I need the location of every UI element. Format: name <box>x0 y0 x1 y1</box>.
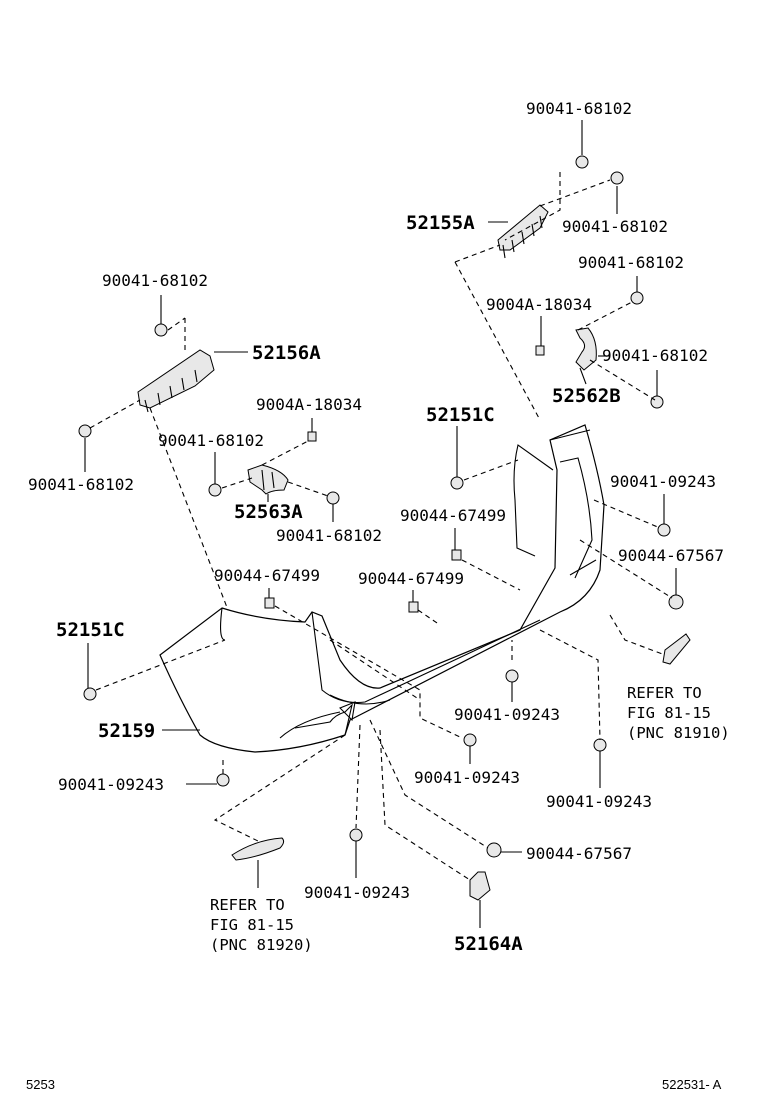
reference-line: (PNC 81910) <box>627 724 730 742</box>
figure-code: 522531- A <box>662 1077 722 1092</box>
label-52562B[interactable]: 52562B <box>552 385 621 407</box>
reference-note-left: REFER TO FIG 81-15 (PNC 81920) <box>210 896 313 954</box>
reflector-left-drawing <box>231 837 285 861</box>
label-90041-68102[interactable]: 90041-68102 <box>602 346 708 365</box>
label-52156A[interactable]: 52156A <box>252 342 321 364</box>
label-9004A-18034[interactable]: 9004A-18034 <box>486 295 592 314</box>
label-9004A-18034[interactable]: 9004A-18034 <box>256 395 362 414</box>
label-90041-68102[interactable]: 90041-68102 <box>562 217 668 236</box>
label-52164A[interactable]: 52164A <box>454 933 523 955</box>
reference-line: FIG 81-15 <box>210 916 294 934</box>
label-52159[interactable]: 52159 <box>98 720 155 742</box>
label-52151C[interactable]: 52151C <box>56 619 125 641</box>
bracket-52562B-drawing <box>575 327 597 371</box>
label-90041-09243[interactable]: 90041-09243 <box>546 792 652 811</box>
label-90041-09243[interactable]: 90041-09243 <box>304 883 410 902</box>
reference-line: (PNC 81920) <box>210 936 313 954</box>
leader-lines <box>84 120 677 928</box>
page-code: 5253 <box>26 1077 55 1092</box>
label-90041-68102[interactable]: 90041-68102 <box>578 253 684 272</box>
tow-cover-52164A-drawing <box>469 871 491 901</box>
reflector-right-drawing <box>662 633 691 665</box>
reference-line: FIG 81-15 <box>627 704 711 722</box>
label-90041-68102[interactable]: 90041-68102 <box>28 475 134 494</box>
retainer-52563A-drawing <box>247 464 289 495</box>
label-90044-67499[interactable]: 90044-67499 <box>214 566 320 585</box>
assembly-dashed-lines <box>89 172 673 881</box>
bracket-52156A-drawing <box>137 349 215 413</box>
bracket-52155A-drawing <box>497 204 549 259</box>
reference-note-right: REFER TO FIG 81-15 (PNC 81910) <box>627 684 730 742</box>
label-52563A[interactable]: 52563A <box>234 501 303 523</box>
label-90044-67499[interactable]: 90044-67499 <box>400 506 506 525</box>
label-90044-67499[interactable]: 90044-67499 <box>358 569 464 588</box>
label-90041-68102[interactable]: 90041-68102 <box>158 431 264 450</box>
label-52151C[interactable]: 52151C <box>426 404 495 426</box>
part-labels: 90041-68102 90041-68102 52155A 90041-681… <box>28 99 724 955</box>
label-90041-09243[interactable]: 90041-09243 <box>610 472 716 491</box>
bumper-cover-drawing <box>159 424 605 753</box>
reference-line: REFER TO <box>210 896 285 914</box>
label-90044-67567[interactable]: 90044-67567 <box>526 844 632 863</box>
label-90041-68102[interactable]: 90041-68102 <box>276 526 382 545</box>
reference-line: REFER TO <box>627 684 702 702</box>
label-90041-09243[interactable]: 90041-09243 <box>454 705 560 724</box>
label-90044-67567[interactable]: 90044-67567 <box>618 546 724 565</box>
label-90041-68102[interactable]: 90041-68102 <box>526 99 632 118</box>
label-52155A[interactable]: 52155A <box>406 212 475 234</box>
label-90041-68102[interactable]: 90041-68102 <box>102 271 208 290</box>
label-90041-09243[interactable]: 90041-09243 <box>58 775 164 794</box>
label-90041-09243[interactable]: 90041-09243 <box>414 768 520 787</box>
